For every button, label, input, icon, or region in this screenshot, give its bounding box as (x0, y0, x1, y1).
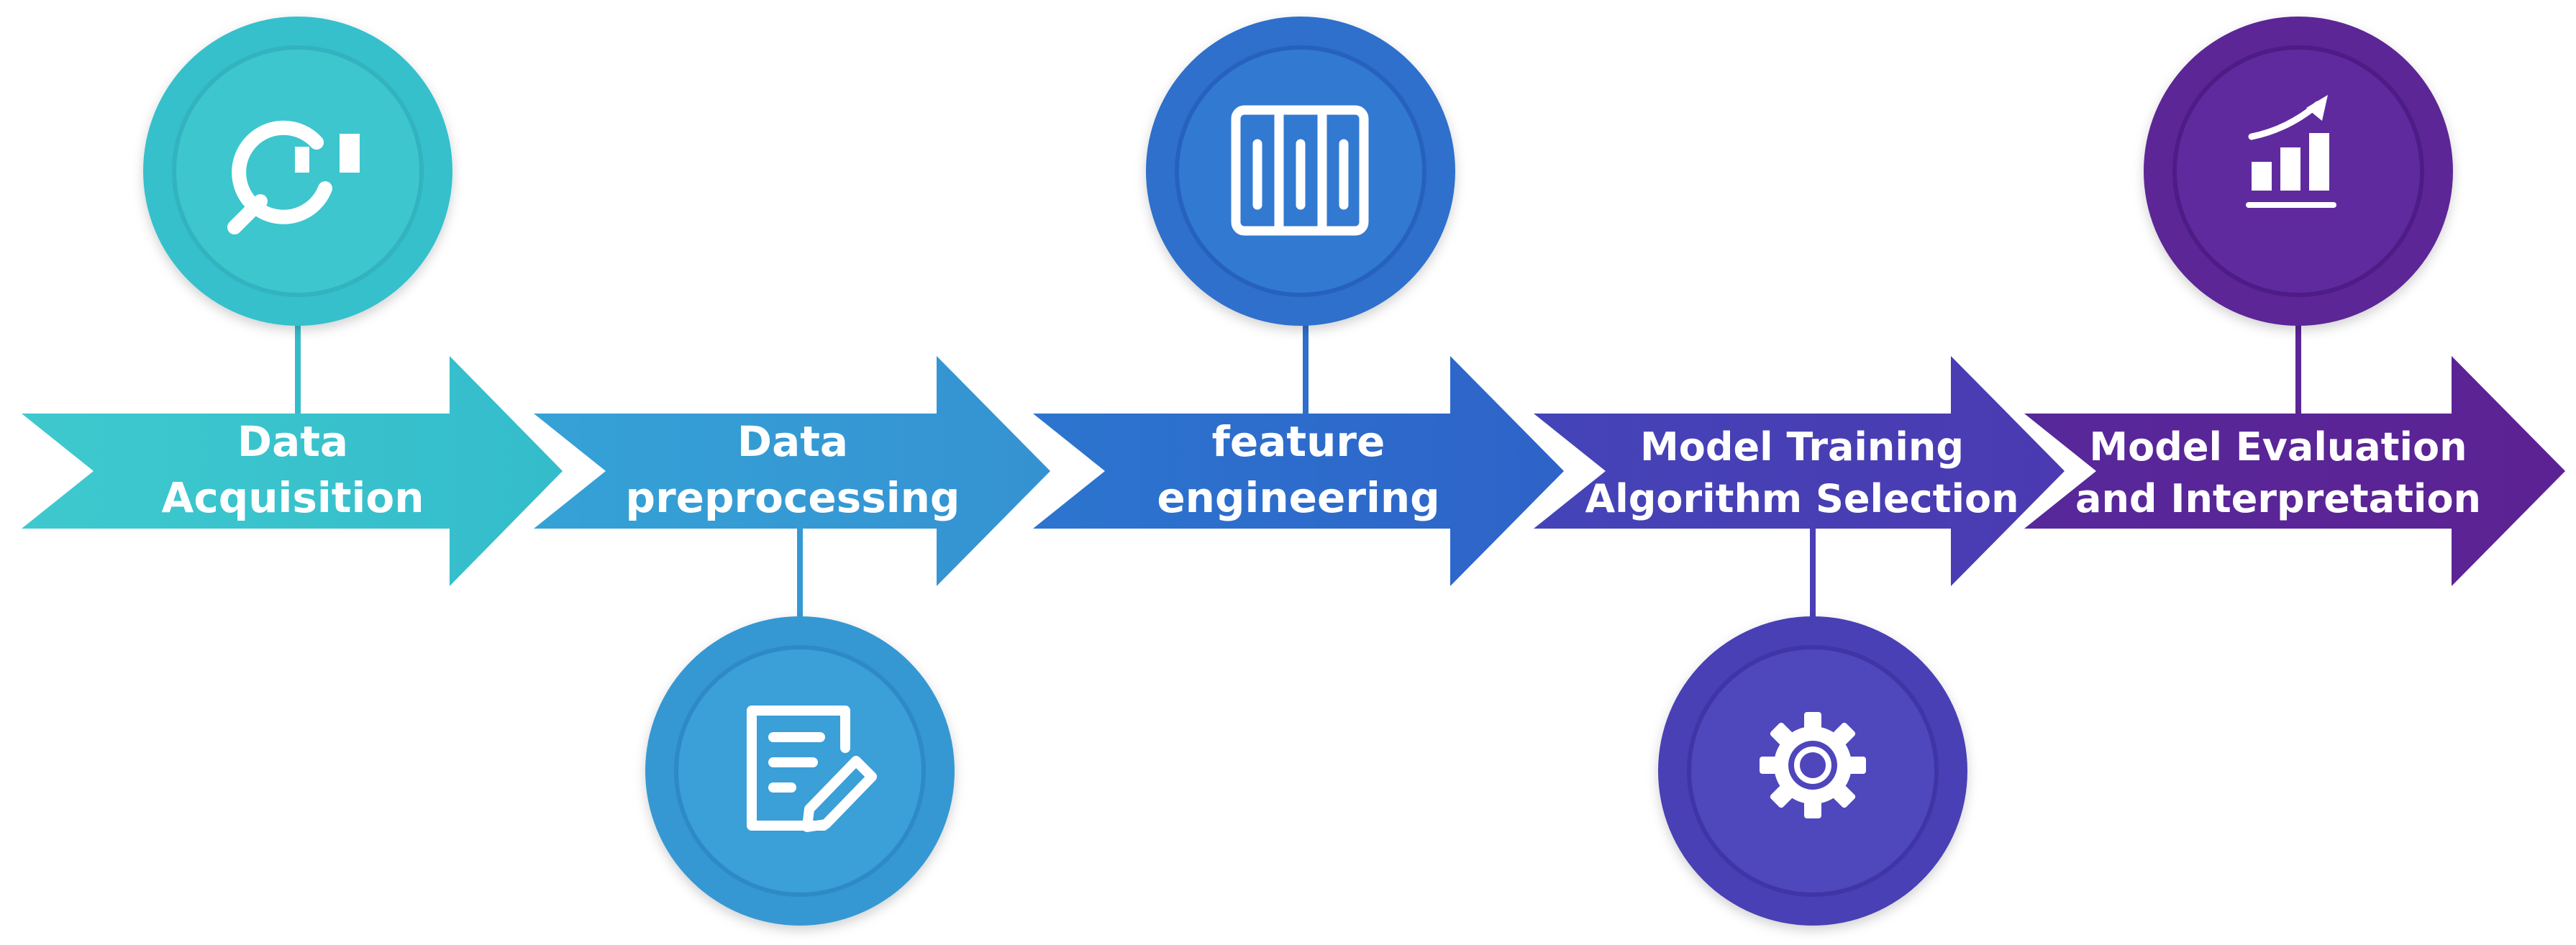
step-label-line1: Model Evaluation (2089, 424, 2467, 470)
step-arrow (2024, 356, 2565, 586)
step-data-preprocessing: Data preprocessing (534, 356, 1050, 926)
step-label-line2: preprocessing (626, 473, 960, 522)
step-label-line1: feature (1212, 417, 1385, 466)
feature-columns-icon (1231, 105, 1369, 236)
step-label-line2: and Interpretation (2075, 476, 2481, 521)
step-label-line1: Data (737, 417, 848, 466)
document-edit-icon (747, 706, 877, 832)
step-label-line1: Model Training (1640, 424, 1964, 470)
gear-icon (1760, 712, 1866, 818)
step-feature-engineering: feature engineering (1033, 17, 1564, 586)
search-data-icon (227, 120, 360, 234)
step-arrow (534, 356, 1050, 586)
step-label-line2: Acquisition (161, 473, 424, 522)
step-label-line2: Algorithm Selection (1585, 476, 2019, 521)
step-label-line2: engineering (1157, 473, 1439, 522)
icon-badge (645, 616, 955, 926)
step-model-evaluation: Model Evaluation and Interpretation (2024, 17, 2565, 586)
step-arrow (1033, 356, 1564, 586)
bar-chart-trend-icon (2246, 95, 2336, 208)
step-data-acquisition: Data Acquisition (22, 17, 563, 586)
step-arrow (22, 356, 563, 586)
step-label-line1: Data (237, 417, 348, 466)
step-model-training: Model Training Algorithm Selection (1534, 356, 2065, 926)
step-arrow (1534, 356, 2065, 586)
